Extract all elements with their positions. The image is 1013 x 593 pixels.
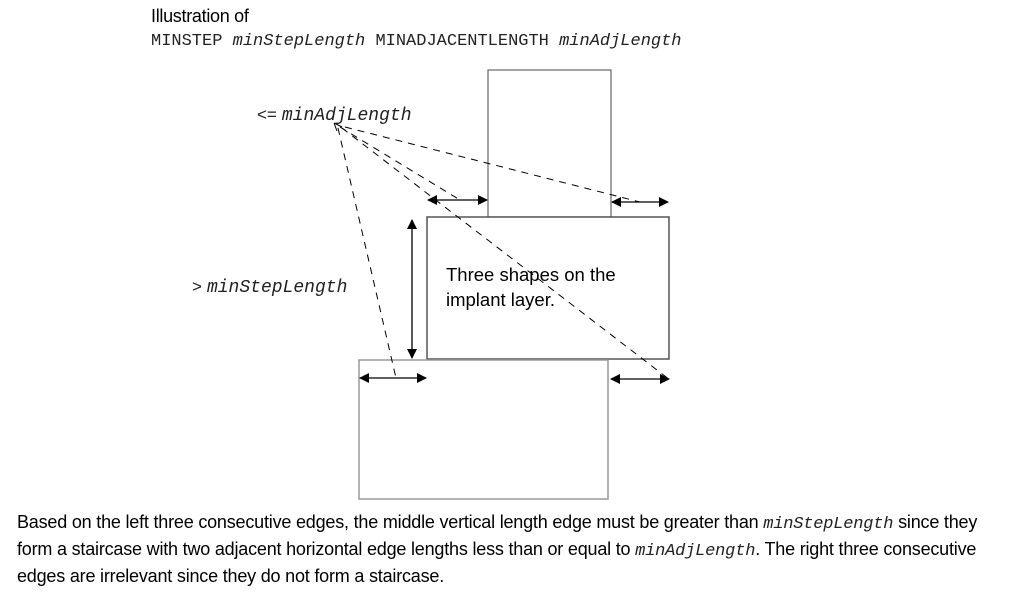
leader-line-diagonal (341, 127, 671, 381)
explanation-paragraph: Based on the left three consecutive edge… (17, 510, 1007, 589)
explanation-param-min-adj: minAdjLength (635, 542, 756, 561)
min-step-length-label: > minStepLength (192, 276, 347, 298)
illustration-title: Illustration of (151, 6, 249, 26)
explanation-param-min-step: minStepLength (763, 515, 894, 534)
middle-shape (426, 216, 670, 360)
explanation-text-3: . The right three consecutive edges are … (17, 539, 977, 586)
keyword-minadjacentlength: MINADJACENTLENGTH (375, 32, 549, 51)
min-adj-length-label: <= minAdjLength (257, 104, 412, 126)
explanation-text-1: Based on the left three consecutive edge… (17, 512, 764, 532)
top-shape (487, 69, 612, 218)
min-adj-length-param: minAdjLength (281, 106, 412, 126)
param-min-adj-length: minAdjLength (559, 32, 682, 51)
illustration-syntax: MINSTEP minStepLength MINADJACENTLENGTH … (151, 32, 682, 51)
leader-line-upper-left (339, 126, 461, 201)
min-step-length-param: minStepLength (206, 278, 348, 298)
param-min-step-length: minStepLength (232, 32, 366, 51)
leader-line-bottom-left (337, 127, 397, 379)
less-equal-operator: <= (257, 105, 277, 124)
keyword-minstep: MINSTEP (151, 32, 223, 51)
bottom-shape (358, 359, 609, 500)
greater-than-operator: > (192, 277, 202, 296)
shapes-caption: Three shapes on the implant layer. (446, 264, 616, 310)
leader-arrowhead (333, 122, 343, 132)
leader-line-top-right (344, 126, 641, 203)
explanation-text-2: since they form a staircase with two adj… (17, 512, 978, 559)
leader-lines (337, 126, 671, 381)
